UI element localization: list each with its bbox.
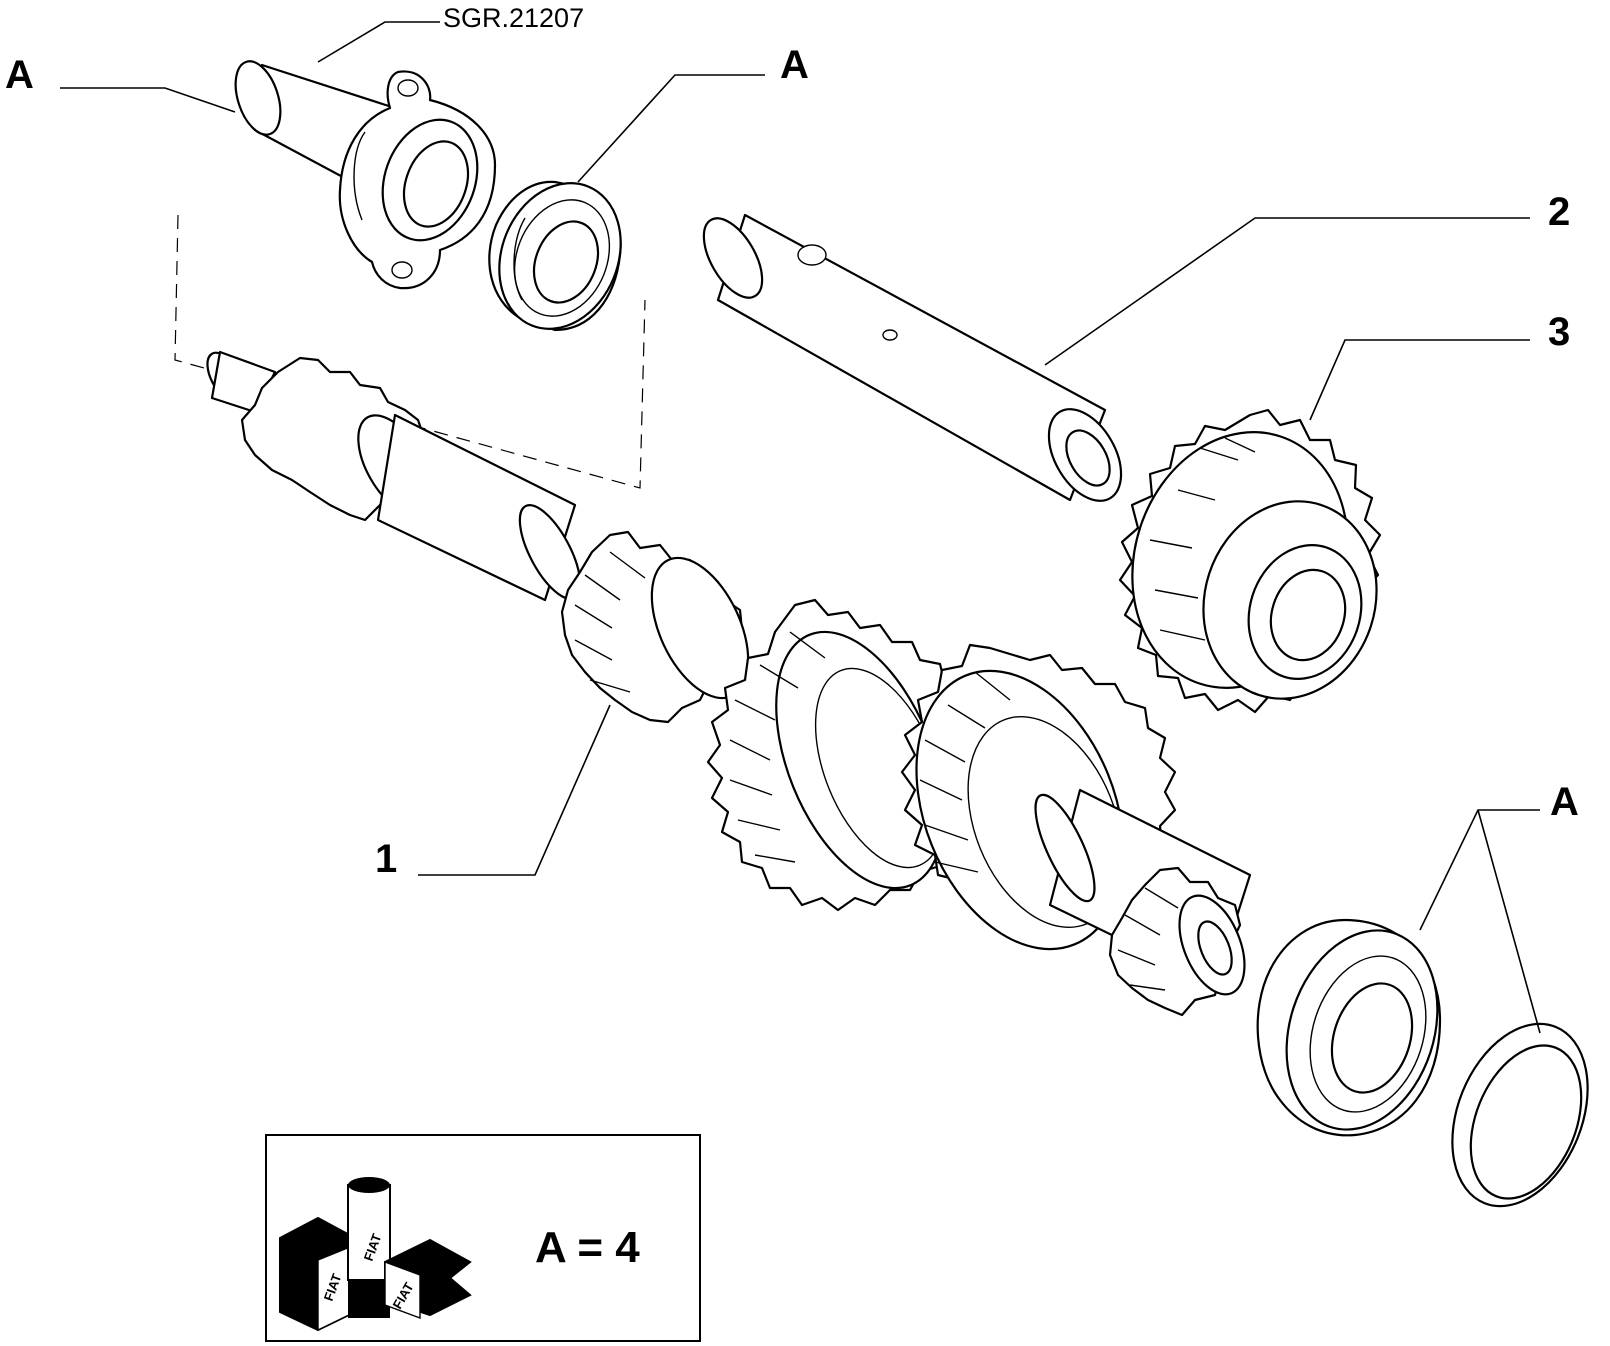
bearing-right (1256, 918, 1442, 1137)
bearing-top (488, 180, 622, 332)
legend-quantity-text: A = 4 (535, 1223, 640, 1272)
mainshaft-gear-cluster (206, 350, 1252, 1017)
callout-a-top-middle: A (780, 43, 809, 87)
callout-part-3: 3 (1548, 310, 1570, 354)
leader-part-2 (1044, 217, 1530, 366)
leader-a-right (1419, 809, 1541, 1034)
leader-part-1 (418, 704, 611, 876)
callout-part-2: 2 (1548, 190, 1570, 234)
callout-a-right: A (1550, 780, 1579, 824)
callout-part-1: 1 (375, 837, 397, 881)
reverse-idler-gear (1118, 408, 1382, 714)
legend-box: FIAT FIAT FIAT A = 4 (265, 1134, 701, 1342)
leader-a-top-middle (577, 74, 765, 183)
leader-ref-code (317, 21, 440, 63)
reference-code-label: SGR.21207 (443, 3, 584, 33)
callout-a-top-left: A (5, 53, 34, 97)
bearing-support-sleeve (234, 60, 497, 290)
bearing-race-ring (1451, 1022, 1589, 1208)
assembly-guide-dashed (174, 214, 646, 489)
leader-part-3 (1309, 339, 1530, 421)
idler-shaft (702, 213, 1123, 502)
fiat-parts-logo: FIAT FIAT FIAT (279, 1177, 472, 1332)
leader-a-top-left (60, 87, 236, 113)
